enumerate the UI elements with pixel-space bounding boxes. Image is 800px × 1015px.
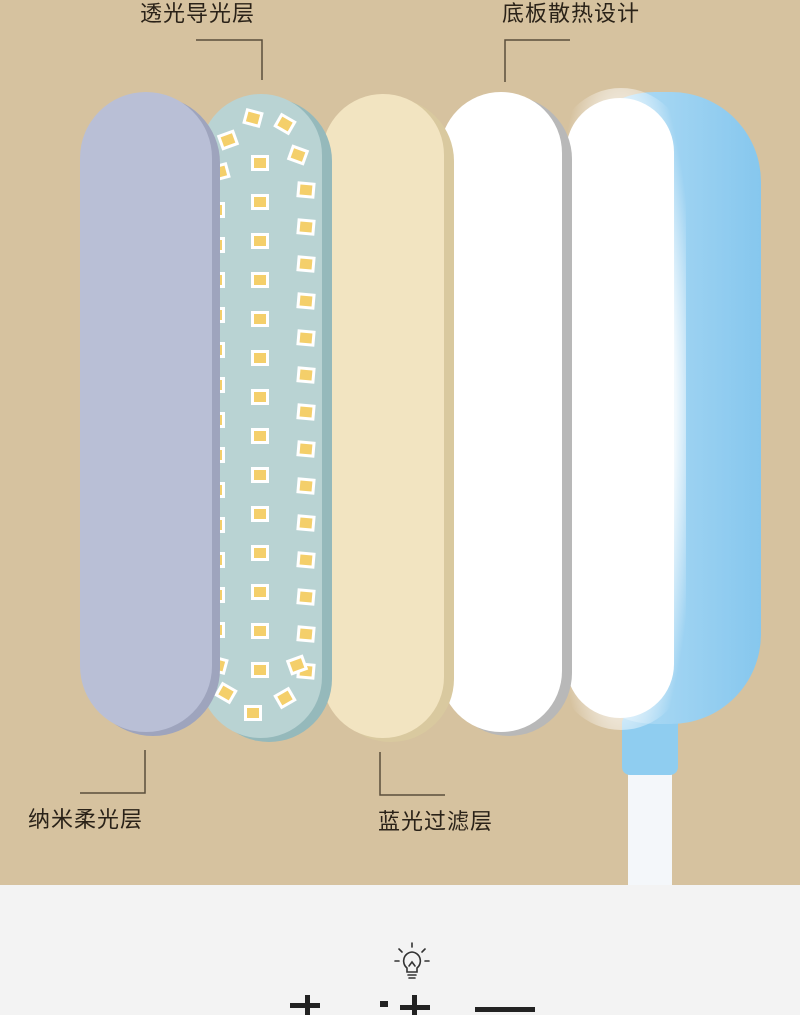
callout-line-filter bbox=[379, 752, 445, 796]
lamp-neck-collar bbox=[622, 715, 678, 775]
led-chip-core bbox=[299, 221, 313, 233]
led-chip-core bbox=[299, 332, 313, 344]
callout-nano-soft: 纳米柔光层 bbox=[28, 808, 144, 833]
led-chip-core bbox=[247, 708, 259, 718]
lamp-layers-graphic bbox=[80, 39, 761, 885]
callout-light-guide: 透光导光层 bbox=[140, 2, 256, 27]
led-chip-core bbox=[277, 116, 293, 132]
filter-layer bbox=[322, 94, 444, 738]
led-chip-core bbox=[254, 314, 266, 324]
led-chip-core bbox=[277, 690, 293, 706]
lightbulb-icon bbox=[394, 942, 430, 979]
led-chip-core bbox=[254, 236, 266, 246]
led-chip-core bbox=[254, 197, 266, 207]
led-chip-core bbox=[299, 480, 313, 492]
led-chip-core bbox=[289, 658, 305, 672]
led-chip-core bbox=[254, 665, 266, 675]
led-chip-core bbox=[254, 548, 266, 558]
led-chip-core bbox=[299, 369, 313, 381]
lamp-light-face bbox=[566, 98, 674, 718]
led-chip-core bbox=[299, 591, 313, 603]
callout-blue-filter: 蓝光过滤层 bbox=[378, 810, 494, 835]
led-chip-core bbox=[290, 148, 306, 162]
led-chip-core bbox=[254, 431, 266, 441]
led-chip-core bbox=[254, 353, 266, 363]
led-chip-core bbox=[254, 587, 266, 597]
callout-line-soft bbox=[80, 750, 146, 794]
led-chip-core bbox=[245, 111, 261, 125]
led-chip-core bbox=[299, 184, 313, 196]
led-chip-core bbox=[254, 470, 266, 480]
next-section bbox=[0, 885, 800, 1015]
led-chip-core bbox=[299, 443, 313, 455]
led-chip-core bbox=[220, 133, 236, 147]
led-board bbox=[200, 94, 322, 738]
led-chip-core bbox=[218, 685, 234, 701]
callout-line-light-guide bbox=[196, 39, 263, 80]
cropped-title-glyphs bbox=[290, 995, 535, 1015]
led-chip-core bbox=[299, 406, 313, 418]
led-chip-core bbox=[254, 158, 266, 168]
soft-layer bbox=[80, 92, 212, 732]
led-chip-core bbox=[299, 554, 313, 566]
callout-heat-dissipation: 底板散热设计 bbox=[502, 2, 641, 27]
led-chip-core bbox=[299, 517, 313, 529]
heat-plate bbox=[440, 92, 562, 732]
led-chip-core bbox=[299, 258, 313, 270]
callout-line-heat bbox=[504, 39, 570, 82]
led-chip-core bbox=[299, 295, 313, 307]
exploded-view-illustration: 透光导光层 底板散热设计 纳米柔光层 蓝光过滤层 bbox=[0, 0, 800, 885]
led-chip-core bbox=[254, 509, 266, 519]
section-title-partial bbox=[0, 995, 800, 1015]
led-chip-core bbox=[254, 275, 266, 285]
led-chip-core bbox=[254, 626, 266, 636]
led-chip-core bbox=[299, 628, 313, 640]
led-chip-core bbox=[254, 392, 266, 402]
